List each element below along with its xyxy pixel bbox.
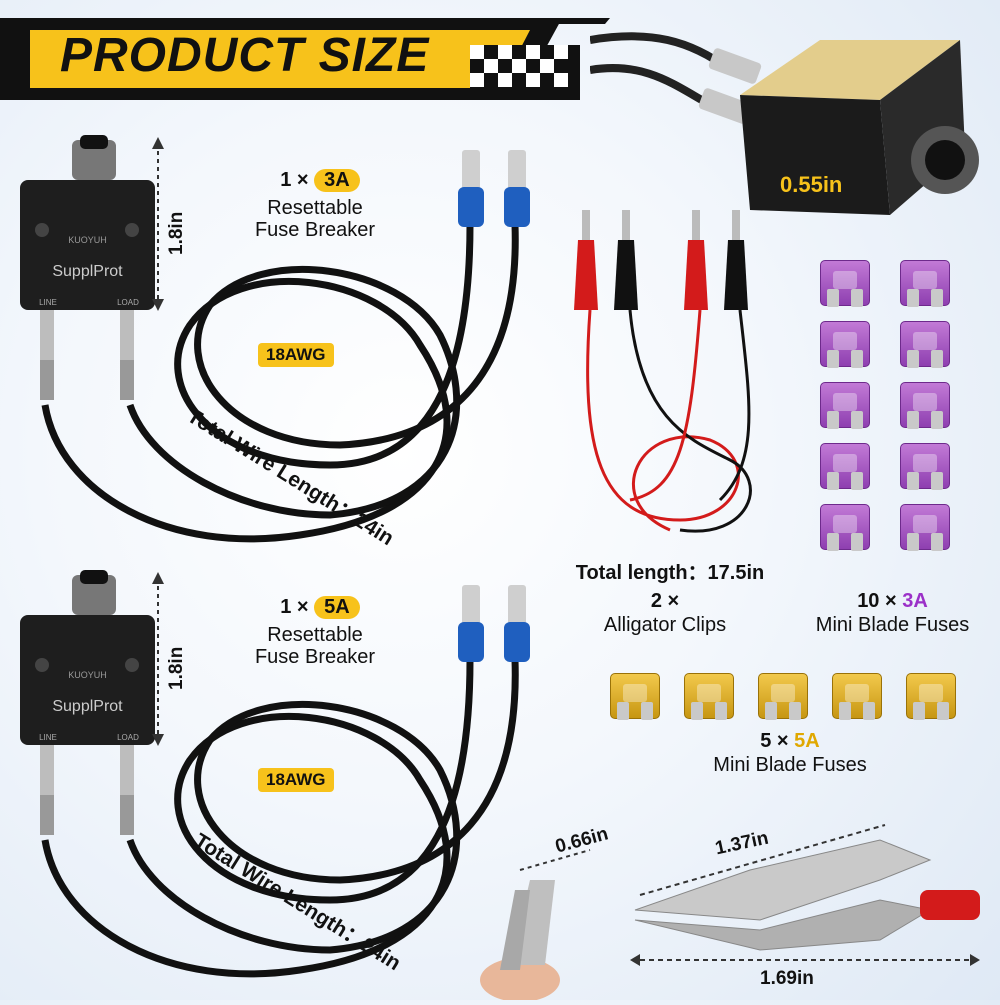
breaker-desc-1: Resettable <box>267 624 363 646</box>
mini-blade-fuse-3a <box>820 260 870 307</box>
breaker-brand: SupplProt <box>52 698 123 715</box>
load-label: LOAD <box>117 733 139 742</box>
load-label: LOAD <box>117 298 139 307</box>
breaker-illustration <box>20 570 530 978</box>
breaker-height-label: 1.8in <box>166 211 187 255</box>
clips-name: Alligator Clips <box>603 614 727 636</box>
mini-blade-fuse-3a <box>900 260 950 307</box>
alligator-leads <box>560 200 790 550</box>
thickness-label: 0.55in <box>780 172 843 197</box>
fuses-5a-row <box>605 668 965 728</box>
breaker-qty: 1 × <box>280 596 309 618</box>
line-label: LINE <box>39 298 57 307</box>
mini-blade-fuse-3a <box>900 504 950 551</box>
fuses-3a-grid <box>815 255 965 555</box>
fuses-3a-name: Mini Blade Fuses <box>815 614 970 636</box>
mini-blade-fuse-5a <box>832 673 882 720</box>
fuses-3a-qty-line: 10 × 3A <box>790 590 995 613</box>
breaker-qty-line: 1 × 5A <box>240 596 400 619</box>
mini-blade-fuse-3a <box>820 382 870 429</box>
fuses-5a-qty-line: 5 × 5A <box>690 730 890 753</box>
mini-blade-fuse-3a <box>820 504 870 551</box>
mini-blade-fuse-5a <box>758 673 808 720</box>
breaker-qty-line: 1 × 3A <box>240 169 400 192</box>
breaker-amp-badge: 5A <box>314 596 360 619</box>
checkered-flag-icon <box>470 45 580 100</box>
wire-gauge-badge: 18AWG <box>258 343 334 367</box>
mini-blade-fuse-5a <box>906 673 956 720</box>
breaker-small-brand: KUOYUH <box>68 670 107 680</box>
mini-blade-fuse-3a <box>820 443 870 490</box>
breaker-desc-2: Fuse Breaker <box>254 219 376 241</box>
header-banner: PRODUCT SIZE <box>0 0 620 110</box>
breaker-amp-badge: 3A <box>314 169 360 192</box>
breaker-desc-2: Fuse Breaker <box>254 646 376 668</box>
page-title: PRODUCT SIZE <box>60 29 430 82</box>
breaker-qty: 1 × <box>280 169 309 191</box>
fuses-5a-name: Mini Blade Fuses <box>713 754 867 776</box>
breaker-closeup: 0.55in <box>589 0 1000 230</box>
mini-blade-fuse-3a <box>820 321 870 368</box>
fuses-3a-qty: 10 × <box>857 590 897 612</box>
mini-blade-fuse-5a <box>684 673 734 720</box>
mini-blade-fuse-3a <box>900 443 950 490</box>
breaker-desc-1: Resettable <box>267 197 363 219</box>
clips-total-length: Total length：17.5in <box>575 562 765 584</box>
wire-gauge-badge: 18AWG <box>258 768 334 792</box>
breaker-kit-5a: SupplProt KUOYUH LINE LOAD 1.8in 1 × 5A … <box>0 570 560 990</box>
breaker-small-brand: KUOYUH <box>68 235 107 245</box>
breaker-height-label: 1.8in <box>166 646 187 690</box>
fuses-3a-amp: 3A <box>902 590 928 612</box>
breaker-illustration <box>20 135 530 543</box>
breaker-brand: SupplProt <box>52 263 123 280</box>
header-banner-shape <box>0 18 610 100</box>
mini-blade-fuse-3a <box>900 382 950 429</box>
line-label: LINE <box>39 733 57 742</box>
clip-total-length-label: 1.69in <box>760 968 814 989</box>
breaker-kit-3a: SupplProt KUOYUH LINE LOAD 1.8in 1 × 3A … <box>0 135 560 555</box>
fuses-5a-amp: 5A <box>794 730 820 752</box>
clip-dimension-diagram: 0.66in 1.37in 1.69in <box>460 820 1000 1002</box>
fuses-5a-qty: 5 × <box>760 730 789 752</box>
mini-blade-fuse-5a <box>610 673 660 720</box>
mini-blade-fuse-3a <box>900 321 950 368</box>
clips-qty: 2 × <box>650 590 680 612</box>
